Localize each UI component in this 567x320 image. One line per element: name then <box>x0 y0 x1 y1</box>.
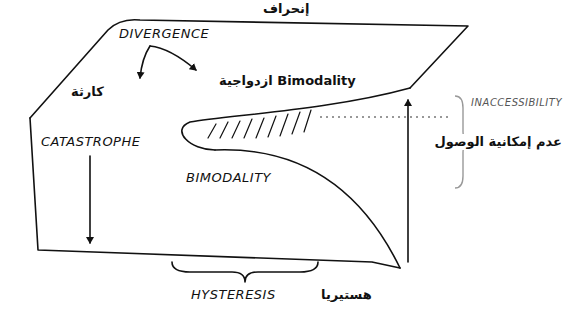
arabic-label: ازدواجية Bimodality <box>218 73 357 89</box>
surface-label: DIVERGENCE <box>118 26 210 42</box>
surface-label: CATASTROPHE <box>40 134 141 150</box>
hatching <box>208 110 311 138</box>
fold-curve <box>182 88 410 150</box>
dotted-line <box>320 116 450 117</box>
upper-sheet-edge <box>30 20 468 118</box>
arabic-label: كارثة <box>70 84 105 100</box>
divergence-arrow <box>150 46 196 70</box>
arabic-label: إنحراف <box>262 1 310 17</box>
jump-up-arrow <box>407 100 409 262</box>
surface-label: INACCESSIBILITY <box>470 97 563 109</box>
lower-sheet-edge <box>30 118 400 268</box>
surface-label: HYSTERESIS <box>190 287 277 303</box>
hysteresis-brace <box>172 262 318 282</box>
fold-lower-edge <box>215 150 400 268</box>
surface-label: BIMODALITY <box>185 170 272 186</box>
arabic-label: عدم إمكانية الوصول <box>434 134 563 150</box>
divergence-arrow <box>140 46 150 78</box>
arabic-label: هستيريا <box>320 287 373 303</box>
jump-down-arrow <box>89 156 91 243</box>
